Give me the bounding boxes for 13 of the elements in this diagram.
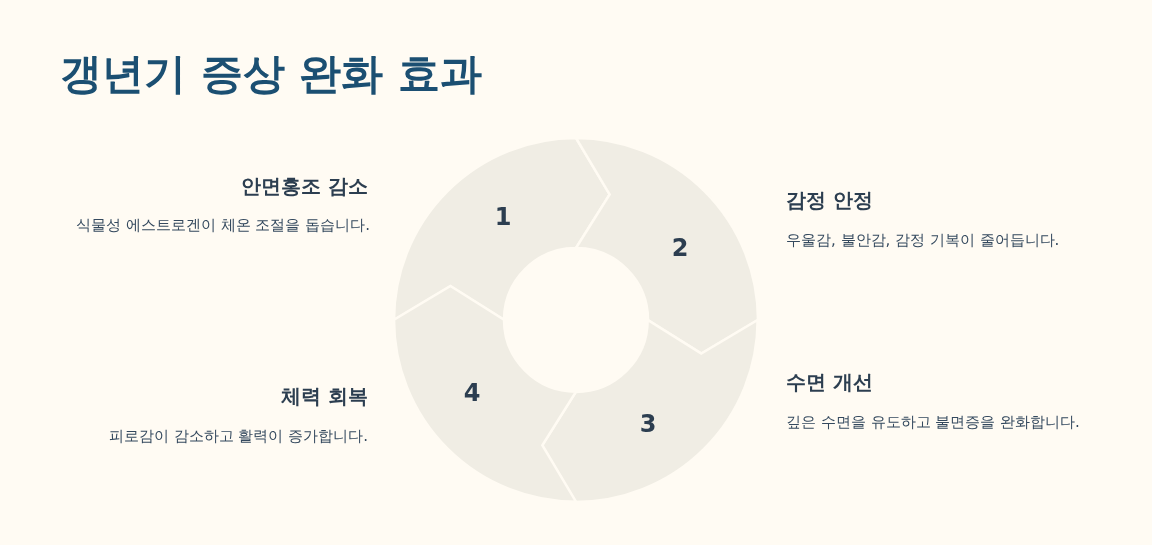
description: 우울감, 불안감, 감정 기복이 줄어듭니다.	[786, 230, 1061, 251]
heading: 수면 개선	[786, 369, 874, 396]
description: 식물성 에스트로겐이 체온 조절을 돕습니다.	[75, 215, 370, 236]
segment-number: 1	[494, 203, 512, 231]
description: 피로감이 감소하고 활력이 증가합니다.	[107, 426, 368, 447]
segment-number: 2	[671, 234, 689, 262]
description: 깊은 수면을 유도하고 불면증을 완화합니다.	[786, 412, 1081, 433]
heading: 체력 회복	[280, 383, 368, 410]
heading: 안면홍조 감소	[240, 173, 368, 200]
segment-number: 4	[463, 379, 481, 407]
heading: 감정 안정	[786, 187, 874, 214]
segment-number: 3	[639, 410, 657, 438]
title: 갱년기 증상 완화 효과	[60, 48, 482, 100]
